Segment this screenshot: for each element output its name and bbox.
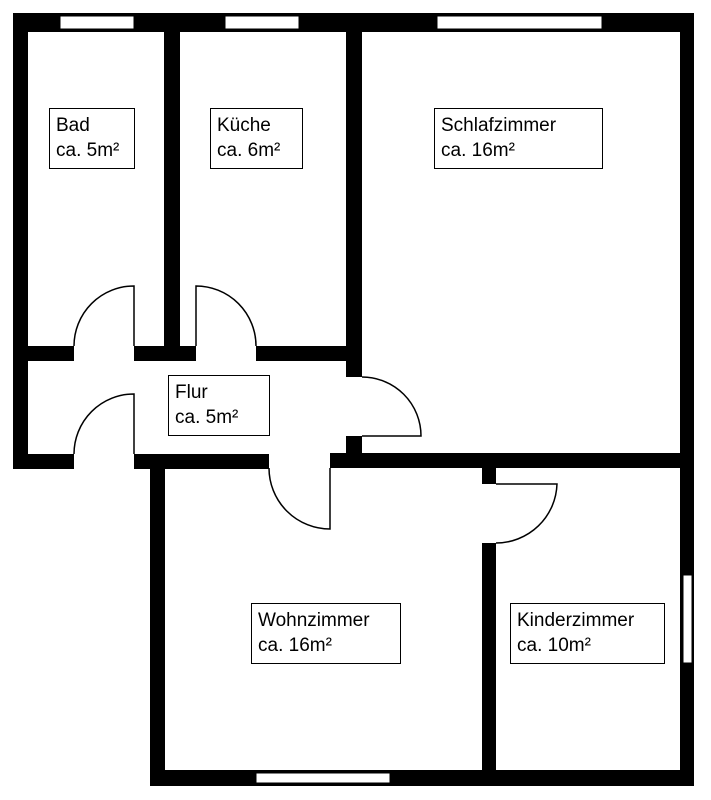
room-label-schlafzimmer: Schlafzimmer ca. 16m² bbox=[434, 108, 603, 169]
wall-bad-kueche bbox=[164, 13, 180, 361]
window-kinderzimmer bbox=[682, 574, 693, 664]
room-name: Küche bbox=[217, 115, 271, 136]
window-bad bbox=[59, 15, 135, 30]
wall-bad-flur-right bbox=[134, 346, 196, 361]
wall-flur-bottom-mid bbox=[134, 454, 269, 469]
wall-left-lower bbox=[150, 455, 165, 786]
door-kueche bbox=[195, 285, 257, 347]
door-bad bbox=[73, 285, 135, 347]
room-area: ca. 5m² bbox=[56, 140, 120, 161]
room-area: ca. 10m² bbox=[517, 635, 591, 656]
door-entrance bbox=[73, 393, 135, 455]
wall-flur-bottom-left bbox=[13, 454, 74, 469]
wall-kueche-schlaf bbox=[346, 13, 362, 377]
wall-wohn-kinder bbox=[482, 543, 496, 786]
door-kinderzimmer bbox=[495, 483, 558, 544]
room-area: ca. 16m² bbox=[258, 635, 332, 656]
window-kueche bbox=[224, 15, 300, 30]
wall-flur-bottom-right bbox=[330, 453, 694, 468]
doors bbox=[73, 285, 558, 544]
wall-bad-flur-left bbox=[13, 346, 74, 361]
windows bbox=[59, 15, 693, 784]
room-area: ca. 16m² bbox=[441, 140, 515, 161]
room-label-flur: Flur ca. 5m² bbox=[168, 375, 270, 436]
door-schlafzimmer bbox=[361, 376, 422, 437]
wall-wohn-kinder-top bbox=[482, 453, 496, 484]
room-label-kueche: Küche ca. 6m² bbox=[210, 108, 303, 169]
window-schlafzimmer bbox=[436, 15, 603, 30]
room-label-wohnzimmer: Wohnzimmer ca. 16m² bbox=[251, 603, 401, 664]
room-name: Flur bbox=[175, 382, 208, 403]
room-area: ca. 5m² bbox=[175, 407, 239, 428]
wall-kueche-schlaf-lower bbox=[346, 436, 362, 466]
window-wohnzimmer bbox=[255, 772, 391, 784]
room-label-kinderzimmer: Kinderzimmer ca. 10m² bbox=[510, 603, 665, 664]
room-name: Wohnzimmer bbox=[258, 610, 370, 631]
wall-left-upper bbox=[13, 13, 28, 469]
wall-kueche-flur bbox=[256, 346, 362, 361]
room-name: Bad bbox=[56, 115, 90, 136]
wall-bottom bbox=[150, 770, 694, 786]
room-area: ca. 6m² bbox=[217, 140, 281, 161]
wall-right-upper bbox=[680, 13, 694, 467]
door-wohnzimmer bbox=[268, 467, 331, 530]
room-name: Kinderzimmer bbox=[517, 610, 635, 631]
room-label-bad: Bad ca. 5m² bbox=[49, 108, 135, 169]
room-name: Schlafzimmer bbox=[441, 115, 557, 136]
